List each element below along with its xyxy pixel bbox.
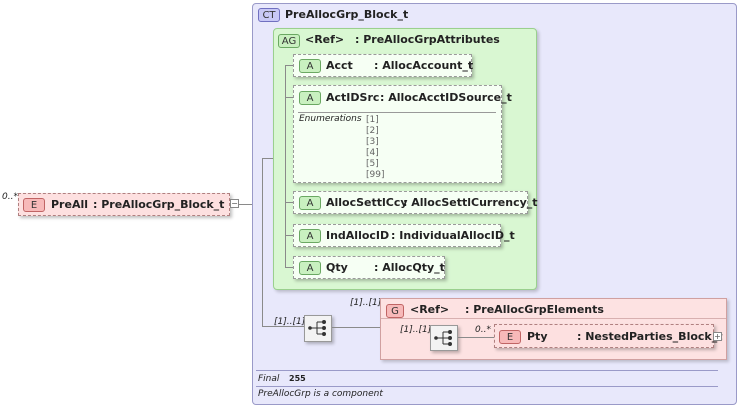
connector-line	[285, 65, 293, 66]
root-element-name: PreAll	[51, 198, 89, 211]
connector-line	[285, 97, 293, 98]
attribute-name: AllocSettlCcy	[326, 196, 408, 209]
final-value: 255	[289, 374, 306, 383]
connector-line	[285, 202, 293, 203]
enumeration-value: [3]	[366, 137, 379, 147]
attribute-group-name: : PreAllocGrpAttributes	[355, 33, 500, 46]
attribute-acct[interactable]: A Acct : AllocAccount_t	[293, 54, 474, 77]
enumeration-value: [5]	[366, 159, 379, 169]
connector-line	[458, 337, 494, 338]
connector-line	[332, 327, 380, 328]
connector-line	[262, 326, 304, 327]
child-element-cardinality: 0..*	[475, 325, 491, 335]
child-element-pty[interactable]: E Pty : NestedParties_Block_t	[494, 324, 723, 348]
complex-type-name: PreAllocGrp_Block_t	[285, 8, 409, 21]
connector-line	[285, 235, 293, 236]
attribute-qty[interactable]: A Qty : AllocQty_t	[293, 256, 445, 279]
attribute-name: Acct	[326, 59, 353, 72]
group-ref: <Ref>	[410, 303, 450, 316]
connector-line	[262, 158, 274, 159]
attribute-icon: A	[299, 229, 321, 243]
sequence-icon[interactable]	[304, 315, 332, 342]
root-element-node[interactable]: E PreAll : PreAllocGrp_Block_t	[18, 193, 230, 216]
attribute-icon: A	[299, 261, 321, 275]
enumeration-value: [4]	[366, 148, 379, 158]
attribute-icon: A	[299, 91, 321, 105]
attribute-type: : AllocAccount_t	[374, 59, 474, 72]
attribute-type: : IndividualAllocID_t	[391, 229, 515, 242]
attribute-indallocid[interactable]: A IndAllocID : IndividualAllocID_t	[293, 224, 515, 247]
complex-type-icon: CT	[258, 8, 280, 22]
connector-line	[285, 267, 293, 268]
attribute-name: ActIDSrc	[326, 91, 380, 104]
divider	[381, 318, 726, 319]
child-element-name: Pty	[527, 330, 548, 343]
group-name: : PreAllocGrpElements	[465, 303, 604, 316]
attribute-group-icon: AG	[278, 34, 300, 48]
enumeration-value: [1]	[366, 115, 379, 125]
group-cardinality: [1]..[1]	[350, 298, 382, 308]
connector-line	[262, 158, 263, 326]
final-label: Final	[258, 374, 280, 384]
element-icon: E	[499, 330, 521, 344]
enumeration-value: [2]	[366, 126, 379, 136]
inner-sequence-cardinality: [1]..[1]	[400, 325, 432, 335]
attribute-type: : AllocSettlCurrency_t	[403, 196, 538, 209]
divider	[256, 370, 718, 371]
child-element-type: : NestedParties_Block_t	[577, 330, 723, 343]
element-icon: E	[23, 198, 45, 212]
root-element-type: : PreAllocGrp_Block_t	[93, 198, 225, 211]
enumerations-label: Enumerations	[299, 114, 362, 124]
sequence-icon[interactable]	[430, 325, 458, 351]
divider	[256, 386, 718, 387]
root-element-cardinality: 0..*	[2, 192, 18, 202]
attribute-allocsettlccy[interactable]: A AllocSettlCcy : AllocSettlCurrency_t	[293, 191, 538, 214]
enumeration-value: [99]	[366, 170, 385, 180]
collapse-icon[interactable]: −	[230, 199, 239, 208]
connector-line	[285, 65, 286, 267]
sequence-cardinality: [1]..[1]	[274, 317, 306, 327]
attribute-icon: A	[299, 196, 321, 210]
footer-note: PreAllocGrp is a component	[258, 389, 383, 399]
expand-icon[interactable]: +	[713, 332, 722, 341]
group-icon: G	[386, 304, 404, 318]
attribute-type: : AllocAcctIDSource_t	[380, 91, 512, 104]
attribute-name: IndAllocID	[326, 229, 390, 242]
divider	[298, 112, 496, 113]
connector-line	[239, 204, 262, 205]
attribute-type: : AllocQty_t	[374, 261, 445, 274]
attribute-icon: A	[299, 59, 321, 73]
attribute-actidsrc[interactable]: A ActIDSrc : AllocAcctIDSource_t Enumera…	[293, 85, 512, 183]
attribute-group-ref: <Ref>	[305, 33, 345, 46]
attribute-name: Qty	[326, 261, 348, 274]
